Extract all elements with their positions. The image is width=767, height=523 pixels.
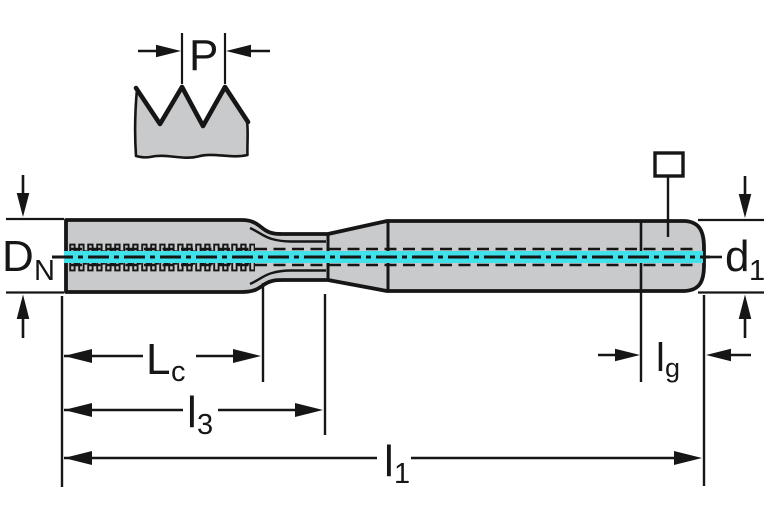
extension-lines [60, 283, 706, 487]
dn-label: D [2, 232, 34, 281]
dimension-square-length: l g [598, 336, 751, 383]
arrowhead-down-icon [738, 194, 752, 218]
dn-label-sub: N [34, 255, 55, 287]
arrowhead-down-icon [16, 193, 30, 217]
arrowhead-up-icon [738, 294, 752, 319]
arrowhead-left-icon [64, 403, 92, 417]
lg-label-sub: g [665, 353, 680, 383]
lc-label-sub: c [171, 356, 186, 388]
arrowhead-up-icon [16, 294, 30, 319]
arrowhead-right-icon [233, 349, 261, 363]
thread-teeth-lower [69, 262, 255, 272]
lc-label: L [146, 335, 170, 384]
arrowhead-left-icon [64, 349, 92, 363]
arrowhead-right-icon [615, 348, 640, 362]
thread-profile-flanks [133, 84, 251, 129]
l3-label: l [187, 388, 197, 437]
arrowhead-left-icon [706, 348, 731, 362]
dimension-overall-length: l 1 [64, 437, 702, 490]
dimension-neck-length: l 3 [64, 388, 323, 441]
thread-profile-detail: P [133, 31, 270, 160]
tap-body [52, 218, 710, 294]
thread-runout-lower [249, 269, 326, 286]
dimension-thread-length: L c [64, 335, 261, 388]
dimension-pitch: P [138, 31, 270, 84]
arrowhead-right-icon [674, 451, 702, 465]
l3-label-sub: 3 [197, 409, 213, 441]
pitch-label: P [189, 31, 218, 80]
dimension-shank-diameter: d 1 [698, 176, 765, 338]
thread-profile-shape [135, 87, 248, 158]
thread-profile-break-edges [133, 88, 249, 160]
arrowhead-right-icon [156, 44, 181, 58]
square-icon [653, 151, 685, 178]
d1-label-sub: 1 [749, 255, 765, 287]
dimension-nominal-diameter: D N [2, 175, 64, 338]
square-drive-symbol [653, 151, 685, 237]
d1-label: d [725, 232, 749, 281]
arrowhead-left-icon [226, 44, 251, 58]
l1-label-sub: 1 [394, 458, 410, 490]
lg-label: l [656, 336, 665, 380]
arrowhead-left-icon [64, 451, 92, 465]
arrowhead-right-icon [295, 403, 323, 417]
thread-teeth-upper [69, 243, 255, 253]
thread-runout-upper [249, 226, 326, 243]
l1-label: l [384, 437, 394, 486]
